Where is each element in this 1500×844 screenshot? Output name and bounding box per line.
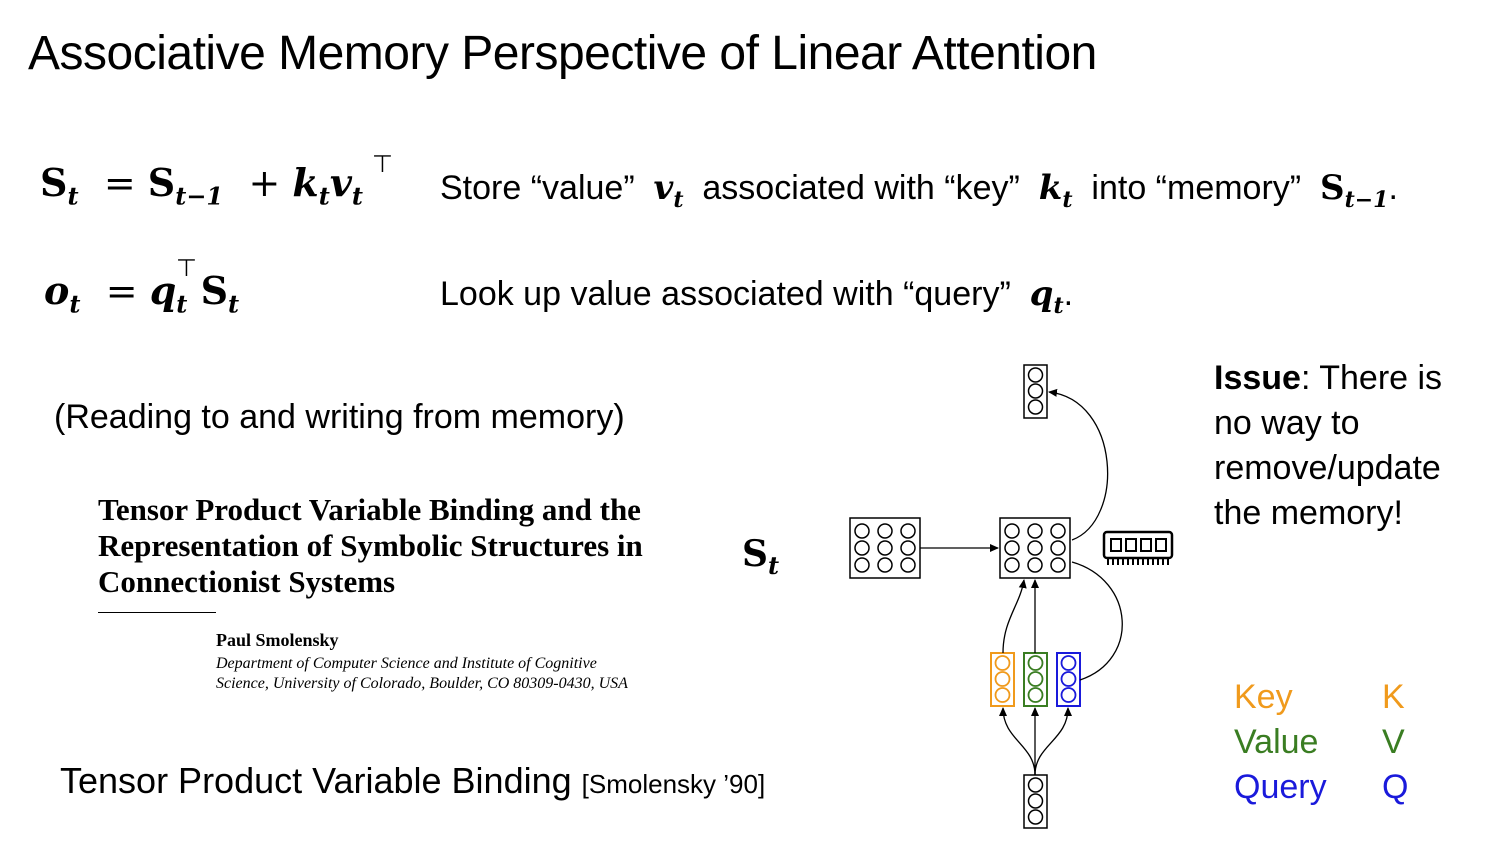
- memory-chip-icon: [1102, 530, 1174, 565]
- key-vector: [990, 652, 1015, 707]
- paper-title: Tensor Product Variable Binding and the …: [98, 492, 643, 599]
- output-vector: [1023, 364, 1048, 419]
- previous-memory-matrix: [849, 517, 921, 579]
- slide-title: Associative Memory Perspective of Linear…: [28, 27, 1097, 80]
- citation: [Smolensky ’90]: [581, 769, 766, 799]
- update-equation: St = St−1 + ktvt: [40, 160, 363, 211]
- write-description: Store “value” vt associated with “key” k…: [440, 168, 1398, 213]
- transpose-mark: ⊤: [176, 255, 197, 282]
- tpvb-caption: Tensor Product Variable Binding [Smolens…: [60, 760, 766, 801]
- query-read-arrow: [1071, 561, 1123, 681]
- current-memory-matrix: [999, 517, 1071, 579]
- query-vector: [1056, 652, 1081, 707]
- issue-note: Issue: There is no way to remove/update …: [1214, 359, 1443, 532]
- paper-divider: [98, 612, 216, 613]
- output-read-arrow: [1048, 388, 1109, 541]
- query-projection-arrow: [1034, 707, 1072, 776]
- key-write-arrow: [1002, 579, 1027, 654]
- input-vector: [1023, 774, 1048, 829]
- transpose-mark: ⊤: [372, 151, 393, 178]
- value-vector: [1023, 652, 1048, 707]
- memory-state-label: St: [742, 533, 780, 581]
- paper-affiliation: Department of Computer Science and Insti…: [216, 655, 628, 692]
- paper-author: Paul Smolensky: [216, 630, 339, 650]
- reading-caption: (Reading to and writing from memory): [54, 398, 625, 436]
- read-equation: ot = qt St: [44, 268, 240, 319]
- key-projection-arrow: [999, 707, 1036, 776]
- read-description: Look up value associated with “query” qt…: [440, 274, 1074, 319]
